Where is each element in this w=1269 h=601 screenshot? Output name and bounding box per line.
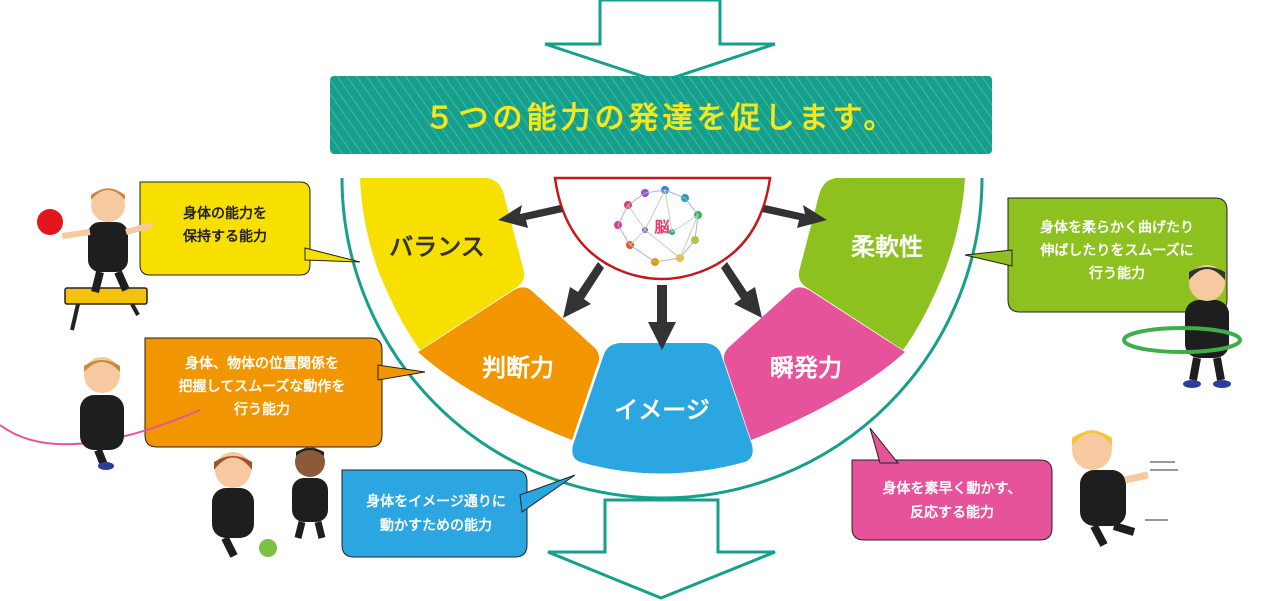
- segment-balance: バランス: [360, 178, 525, 350]
- brain-icon: 脳: [614, 186, 702, 266]
- arrow-to-balance: [498, 205, 563, 228]
- segment-judgment-label: 判断力: [482, 354, 554, 382]
- brain-center: 脳: [553, 176, 772, 281]
- outer-arc: [340, 177, 984, 500]
- bubble-balance-line-2: 保持する能力: [182, 228, 267, 245]
- bubble-power-line-1: 身体を素早く動かす、: [883, 480, 1022, 497]
- kid-hoop-illustration: [1122, 265, 1242, 388]
- segment-image-label: イメージ: [614, 396, 710, 424]
- arrow-to-flexibility: [762, 205, 827, 228]
- kid-balance-illustration: [37, 188, 153, 331]
- segment-power: 瞬発力: [723, 287, 905, 440]
- segment-judgment: 判断力: [418, 287, 600, 440]
- bottom-arrow: [547, 498, 776, 600]
- bubble-balance-line-1: 身体の能力を: [183, 205, 267, 222]
- kid-jump-rope-illustration: [0, 357, 201, 470]
- top-arrow: [544, 0, 776, 84]
- arrow-to-judgment: [563, 262, 604, 318]
- title-banner: ５つの能力の発達を促します。: [330, 76, 992, 154]
- arrow-to-image: [648, 285, 676, 350]
- segment-flexibility-label: 柔軟性: [851, 233, 923, 261]
- arrow-to-power: [721, 262, 762, 318]
- bubble-image: 身体をイメージ通りに 動かすための能力: [341, 469, 576, 558]
- bubble-judgment-line-1: 身体、物体の位置関係を: [185, 355, 339, 372]
- bubble-flexibility: 身体を柔らかく曲げたり 伸ばしたりをスムーズに 行う能力: [964, 197, 1228, 313]
- segment-power-label: 瞬発力: [770, 354, 842, 382]
- bubble-flexibility-line-2: 伸ばしたりをスムーズに: [1039, 242, 1193, 259]
- center-arrows: [498, 205, 827, 350]
- title-text: ５つの能力の発達を促します。: [425, 101, 898, 136]
- bubble-power-line-2: 反応する能力: [910, 504, 994, 521]
- bubble-judgment: 身体、物体の位置関係を 把握してスムーズな動作を 行う能力: [144, 337, 426, 448]
- kids-ball-illustration: [212, 447, 328, 558]
- bubble-flexibility-line-3: 行う能力: [1088, 265, 1145, 282]
- bubble-balance: 身体の能力を 保持する能力: [139, 181, 361, 276]
- bubble-judgment-line-2: 把握してスムーズな動作を: [179, 378, 346, 395]
- bubble-image-line-2: 動かすための能力: [380, 517, 492, 534]
- bubble-image-line-1: 身体をイメージ通りに: [366, 493, 506, 510]
- bubble-power: 身体を素早く動かす、 反応する能力: [851, 427, 1053, 541]
- brain-label: 脳: [654, 218, 669, 236]
- bubble-judgment-line-3: 行う能力: [233, 401, 290, 418]
- bubble-flexibility-line-1: 身体を柔らかく曲げたり: [1040, 219, 1194, 236]
- segment-balance-label: バランス: [389, 233, 485, 261]
- segment-image: イメージ: [572, 343, 753, 474]
- kid-running-illustration: [1072, 430, 1178, 547]
- segment-flexibility: 柔軟性: [798, 178, 965, 350]
